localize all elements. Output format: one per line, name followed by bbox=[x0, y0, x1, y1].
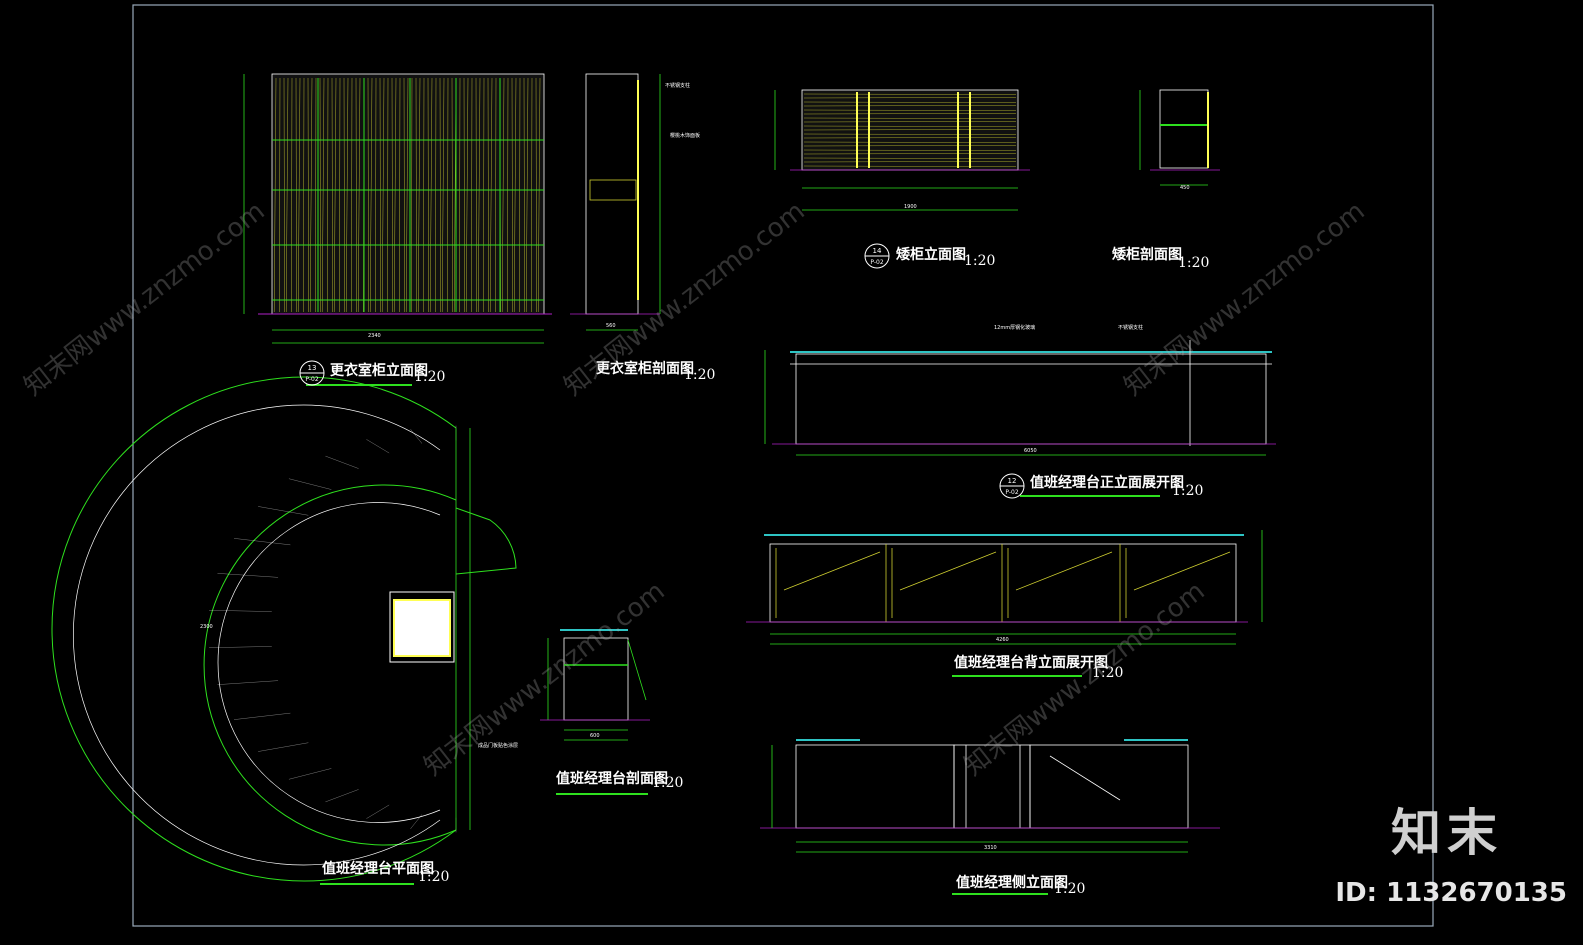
scale-label: 1:20 bbox=[1172, 483, 1204, 499]
title-desk-back-elevation: 值班经理台背立面展开图 bbox=[954, 655, 1108, 671]
desk-plan bbox=[51, 376, 517, 882]
scale-label: 1:20 bbox=[1178, 255, 1210, 271]
title-low-cabinet-elevation: 矮柜立面图 bbox=[896, 247, 966, 263]
title-desk-section: 值班经理台剖面图 bbox=[556, 771, 668, 787]
dimension-plan: 2300 bbox=[200, 624, 213, 630]
locker-elevation bbox=[243, 73, 552, 344]
desk-front-elevation bbox=[764, 340, 1276, 456]
scale-label: 1:20 bbox=[1054, 881, 1086, 897]
symbol-top: 12 bbox=[1008, 477, 1017, 485]
scale-label: 1:20 bbox=[652, 775, 684, 791]
section-symbol: 12 P-02 bbox=[999, 473, 1025, 499]
dimension-total: 3310 bbox=[984, 845, 997, 851]
title-low-cabinet-section: 矮柜剖面图 bbox=[1112, 247, 1182, 263]
title-desk-side-elevation: 值班经理侧立面图 bbox=[956, 875, 1068, 891]
symbol-top: 14 bbox=[873, 247, 882, 255]
title-desk-plan: 值班经理台平面图 bbox=[322, 861, 434, 877]
annotation-label: 12mm厚钢化玻璃 bbox=[994, 325, 1036, 331]
annotation-label: 成品门板贴色涂层 bbox=[478, 743, 519, 749]
desk-side-elevation bbox=[760, 739, 1220, 853]
brand-logo: 知末 bbox=[1391, 804, 1503, 862]
desk-section bbox=[540, 629, 650, 741]
locker-section bbox=[570, 73, 661, 331]
symbol-bottom: P-02 bbox=[1005, 489, 1018, 496]
annotation-label: 樱桃木饰面板 bbox=[670, 133, 701, 139]
symbol-bottom: P-02 bbox=[305, 376, 318, 383]
image-id: ID: 1132670135 bbox=[1335, 878, 1567, 908]
scale-label: 1:20 bbox=[418, 869, 450, 885]
desk-back-elevation bbox=[746, 530, 1263, 645]
dimension-total: 4260 bbox=[996, 637, 1009, 643]
annotation-label: 不锈钢支柱 bbox=[665, 83, 691, 89]
section-symbol: 14 P-02 bbox=[864, 243, 890, 269]
title-locker-elevation: 更衣室柜立面图 bbox=[330, 363, 428, 379]
symbol-top: 13 bbox=[308, 364, 317, 372]
dimension-total: 2340 bbox=[368, 333, 381, 339]
symbol-bottom: P-02 bbox=[870, 259, 883, 266]
title-locker-section: 更衣室柜剖面图 bbox=[596, 361, 694, 377]
sheet-border bbox=[132, 4, 1434, 927]
low-cabinet-elevation bbox=[774, 89, 1030, 211]
dimension-total: 6050 bbox=[1024, 448, 1037, 454]
annotation-label: 不锈钢支柱 bbox=[1118, 325, 1144, 331]
dimension-total: 600 bbox=[590, 733, 600, 739]
dimension-total: 1900 bbox=[904, 204, 917, 210]
section-symbol: 13 P-02 bbox=[299, 360, 325, 386]
low-cabinet-section bbox=[1139, 89, 1220, 186]
dimension-total: 450 bbox=[1180, 185, 1190, 191]
title-desk-front-elevation: 值班经理台正立面展开图 bbox=[1030, 475, 1184, 491]
scale-label: 1:20 bbox=[1092, 665, 1124, 681]
scale-label: 1:20 bbox=[964, 253, 996, 269]
scale-label: 1:20 bbox=[414, 369, 446, 385]
dimension-total: 560 bbox=[606, 323, 616, 329]
scale-label: 1:20 bbox=[684, 367, 716, 383]
